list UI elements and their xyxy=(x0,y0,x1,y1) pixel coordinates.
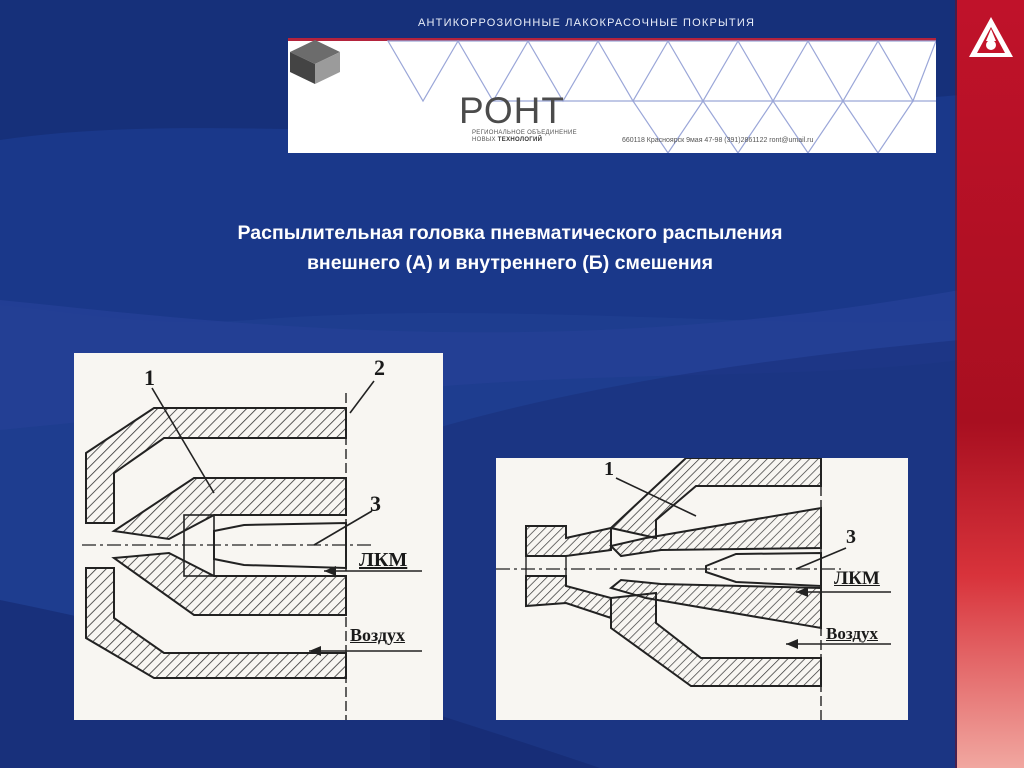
figure-a-label-air: Воздух xyxy=(350,625,406,645)
brand-subtitle-line2-bold: ТЕХНОЛОГИЙ xyxy=(497,137,543,143)
brand-subtitle-line2-regular: НОВЫХ xyxy=(472,137,498,143)
figure-b-label-3: 3 xyxy=(846,526,856,548)
figure-external-mixing: 1 2 3 ЛКМ Воздух xyxy=(74,353,443,720)
figure-internal-mixing: 1 3 ЛКМ Воздух xyxy=(496,458,908,720)
banner-triangle-pattern xyxy=(386,40,936,153)
figure-a-drawing xyxy=(82,380,422,720)
brand-name: РОНТ xyxy=(459,90,565,131)
figure-a-label-paint: ЛКМ xyxy=(359,549,408,571)
ront-cube-logo-icon xyxy=(290,40,340,84)
banner-accent-line xyxy=(288,38,936,41)
figure-b-label-air: Воздух xyxy=(826,624,878,643)
figure-a-label-2: 2 xyxy=(374,355,385,380)
brand-subtitle-line1: РЕГИОНАЛЬНОЕ ОБЪЕДИНЕНИЕ xyxy=(472,130,577,136)
figure-a-label-1: 1 xyxy=(144,365,155,390)
brand-subtitle: РЕГИОНАЛЬНОЕ ОБЪЕДИНЕНИЕ НОВЫХ ТЕХНОЛОГИ… xyxy=(472,130,612,144)
slide-title-line1: Распылительная головка пневматического р… xyxy=(237,222,783,244)
figure-a-label-3: 3 xyxy=(370,491,381,516)
figure-b-drawing xyxy=(496,458,891,720)
header-tagline: АНТИКОРРОЗИОННЫЕ ЛАКОКРАСОЧНЫЕ ПОКРЫТИЯ xyxy=(418,17,756,29)
sidebar-triangle-logo-icon xyxy=(969,17,1013,57)
figure-b-label-1: 1 xyxy=(604,458,614,480)
contact-info: 660118 Красноярск 9мая 47-98 (391)286112… xyxy=(622,137,814,144)
slide-title-line2: внешнего (А) и внутреннего (Б) смешения xyxy=(306,252,714,274)
slide-title: Распылительная головка пневматического р… xyxy=(100,218,920,278)
company-banner: РОНТ РЕГИОНАЛЬНОЕ ОБЪЕДИНЕНИЕ НОВЫХ ТЕХН… xyxy=(288,38,936,153)
figure-b-label-paint: ЛКМ xyxy=(834,568,880,589)
brand-subtitle-line2: НОВЫХ ТЕХНОЛОГИЙ xyxy=(472,137,612,144)
